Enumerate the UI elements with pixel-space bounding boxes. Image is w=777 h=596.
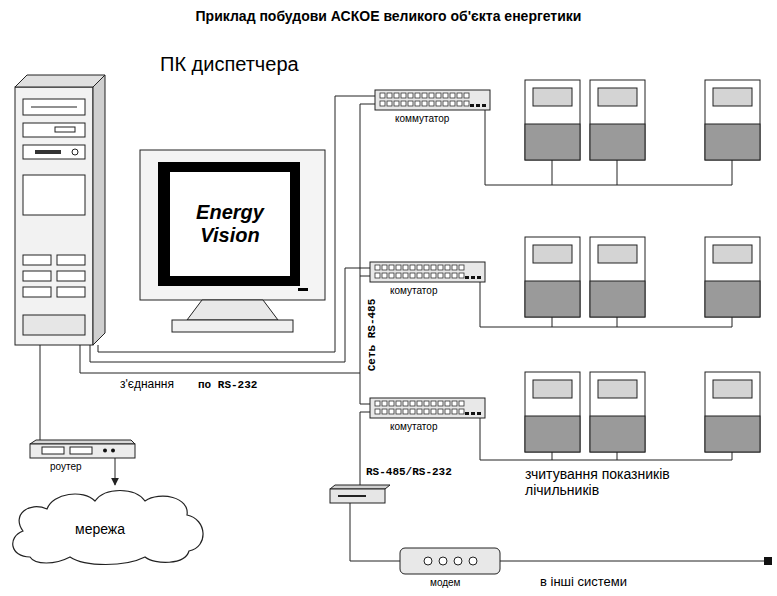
annotation: зчитування показників лічильників: [525, 466, 715, 498]
meter: [705, 372, 760, 452]
annotation: по RS-232: [198, 379, 257, 392]
label-holder: в інші системи: [540, 575, 627, 590]
switch: коммутатор: [375, 90, 490, 110]
router-shape: [30, 440, 135, 458]
meter: [590, 237, 645, 317]
switch: комутатор: [370, 398, 485, 418]
line-end: [764, 557, 772, 565]
switch-shape: [370, 262, 485, 282]
interface-converter-shape: [330, 485, 390, 503]
meter: [590, 372, 645, 452]
label-holder: зчитування показників лічильників: [525, 466, 715, 498]
annotation: з'єднання: [120, 378, 174, 392]
meter-wires: [360, 104, 764, 561]
node-label: модем: [430, 577, 461, 589]
node-label: коммутатор: [395, 113, 449, 125]
modem: модем: [400, 548, 500, 574]
connector: [40, 345, 41, 440]
connector: [115, 458, 116, 485]
node-label: мережа: [25, 521, 175, 537]
meter: [705, 237, 760, 317]
meter: [705, 80, 760, 160]
label-holder: Сеть RS-485: [372, 335, 445, 348]
switch-shape: [375, 90, 490, 110]
title-holder: Приклад побудови АСКОЕ великого об'єкта …: [0, 8, 777, 24]
router: роутер: [30, 440, 135, 458]
title: Приклад побудови АСКОЕ великого об'єкта …: [0, 8, 777, 24]
label-holder: по RS-232: [198, 379, 257, 392]
connector: [98, 96, 375, 352]
node-label: комутатор: [390, 285, 437, 297]
output-line: [500, 561, 764, 562]
modem-shape: [400, 548, 500, 574]
node-label: Energy Vision: [184, 201, 276, 247]
switch: комутатор: [370, 262, 485, 282]
monitor: Energy Vision: [140, 150, 325, 335]
meter-wire: [485, 110, 732, 185]
dispatcher-pc-shape: [15, 75, 105, 345]
label-holder: з'єднання: [120, 378, 174, 392]
annotation: Сеть RS-485: [366, 299, 379, 372]
node-label: роутер: [50, 461, 82, 473]
node-label: комутатор: [390, 421, 437, 433]
meter-wire: [480, 418, 732, 460]
meter: [525, 372, 580, 452]
meter: [525, 80, 580, 160]
meter: [525, 237, 580, 317]
connector: [80, 345, 370, 404]
meters: [525, 80, 760, 452]
node-label: RS-485/RS-232: [366, 466, 452, 479]
meter-wire: [480, 282, 732, 327]
meter: [590, 80, 645, 160]
dispatcher-pc: ПК диспетчера: [15, 75, 105, 345]
switch-shape: [370, 398, 485, 418]
annotation: в інші системи: [540, 575, 627, 590]
interface-converter: RS-485/RS-232: [330, 485, 390, 503]
network-cloud: мережа: [5, 485, 210, 565]
node-label: ПК диспетчера: [160, 53, 299, 76]
connector: [350, 503, 400, 561]
